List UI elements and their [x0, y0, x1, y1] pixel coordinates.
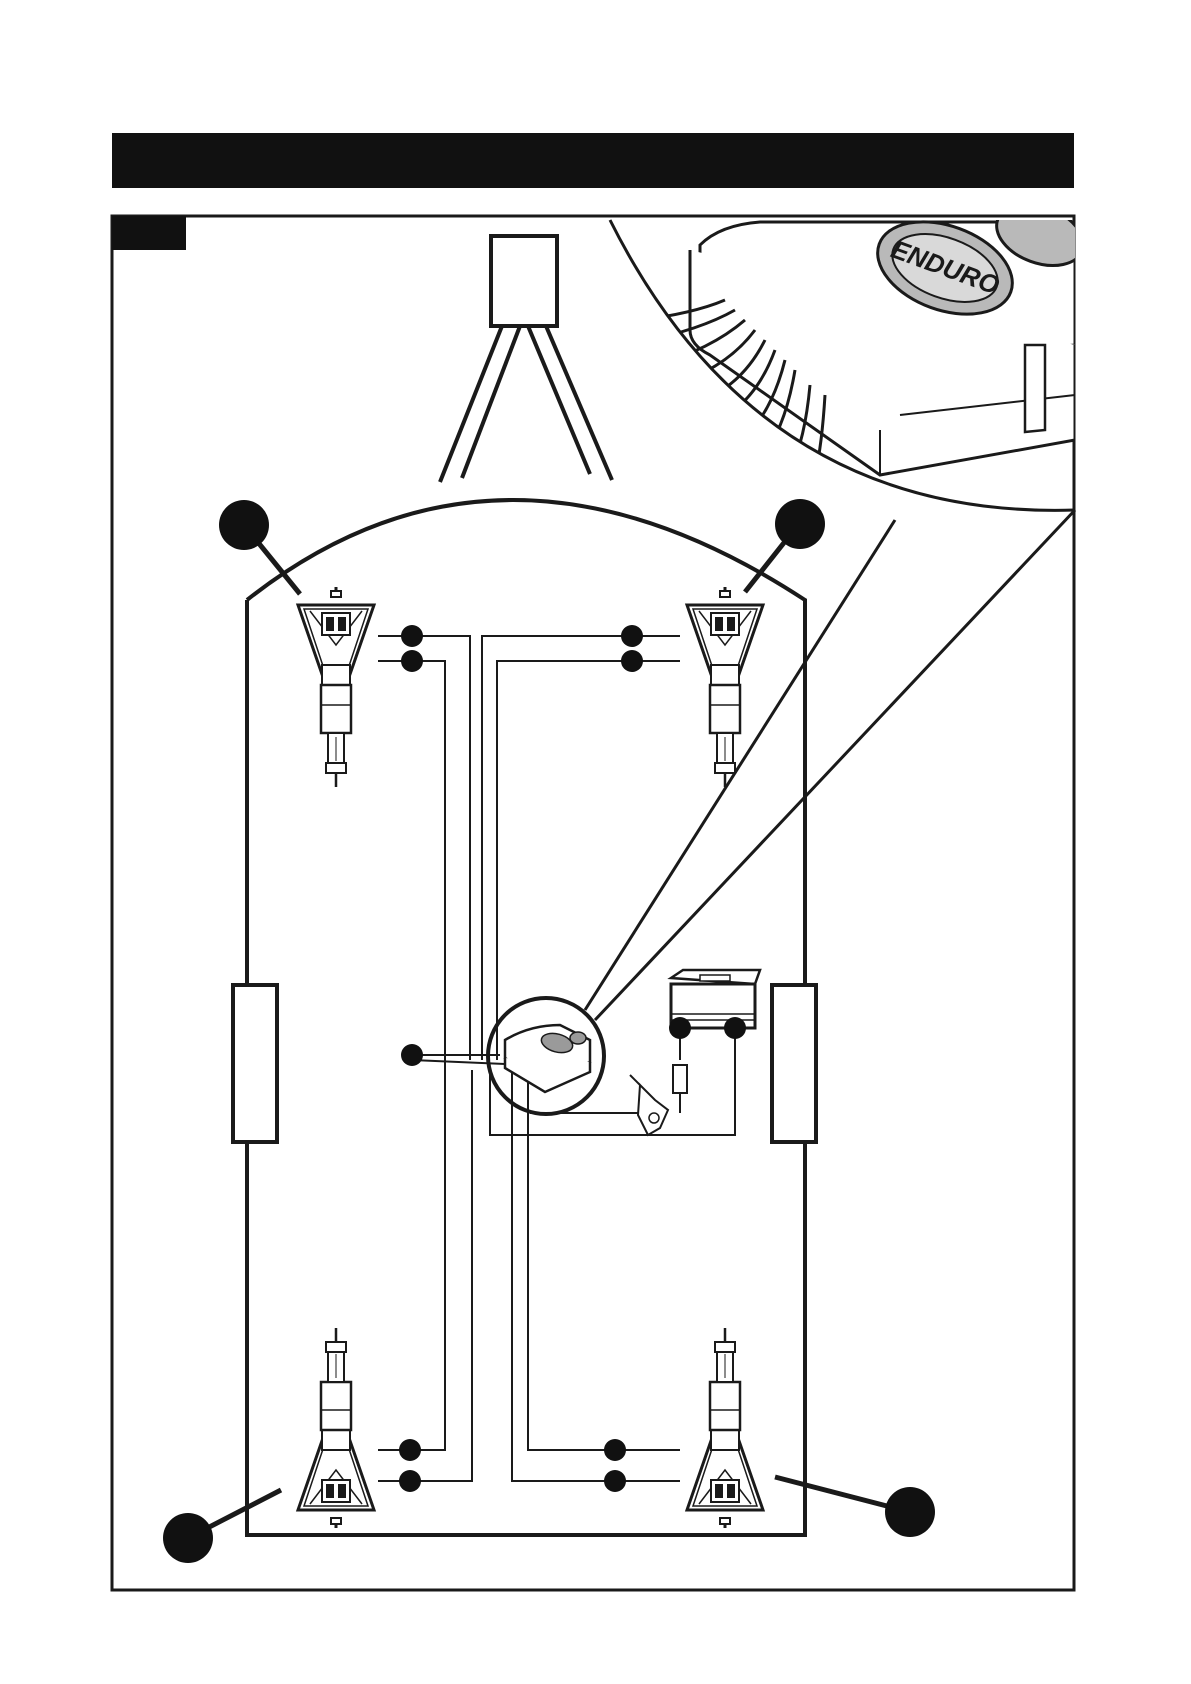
wire-connector-dot [399, 1439, 421, 1461]
control-box-icon [505, 1025, 590, 1092]
wire-connector-dot [401, 1044, 423, 1066]
mover-rear-right [687, 1328, 763, 1528]
wire-connector-dot [401, 650, 423, 672]
callout-circle-front-left [219, 500, 269, 550]
wire-connector-dot [604, 1470, 626, 1492]
wheel-left [233, 985, 277, 1142]
callout-circle-rear-right [885, 1487, 935, 1537]
callout-circle-front-right [775, 499, 825, 549]
wire-connector-dot [401, 625, 423, 647]
control-box-zoom: ENDURO [625, 193, 1092, 475]
mover-front-right [687, 587, 763, 787]
wire-connector-dot [604, 1439, 626, 1461]
callout-circle-rear-left [163, 1513, 213, 1563]
zoom-pointer-left [585, 520, 895, 1010]
wire-connector-dot [621, 650, 643, 672]
mover-rear-left [298, 1328, 374, 1528]
hitch-coupling [491, 236, 557, 326]
wire-connector-dot [399, 1470, 421, 1492]
wire-connector-dot [621, 625, 643, 647]
battery-icon [669, 970, 760, 1039]
figure-label-tab [112, 216, 186, 250]
wheel-right [772, 985, 816, 1142]
isolator-switch-icon [630, 1065, 687, 1135]
mover-front-left [298, 587, 374, 787]
zoom-pointer-right [595, 510, 1075, 1020]
